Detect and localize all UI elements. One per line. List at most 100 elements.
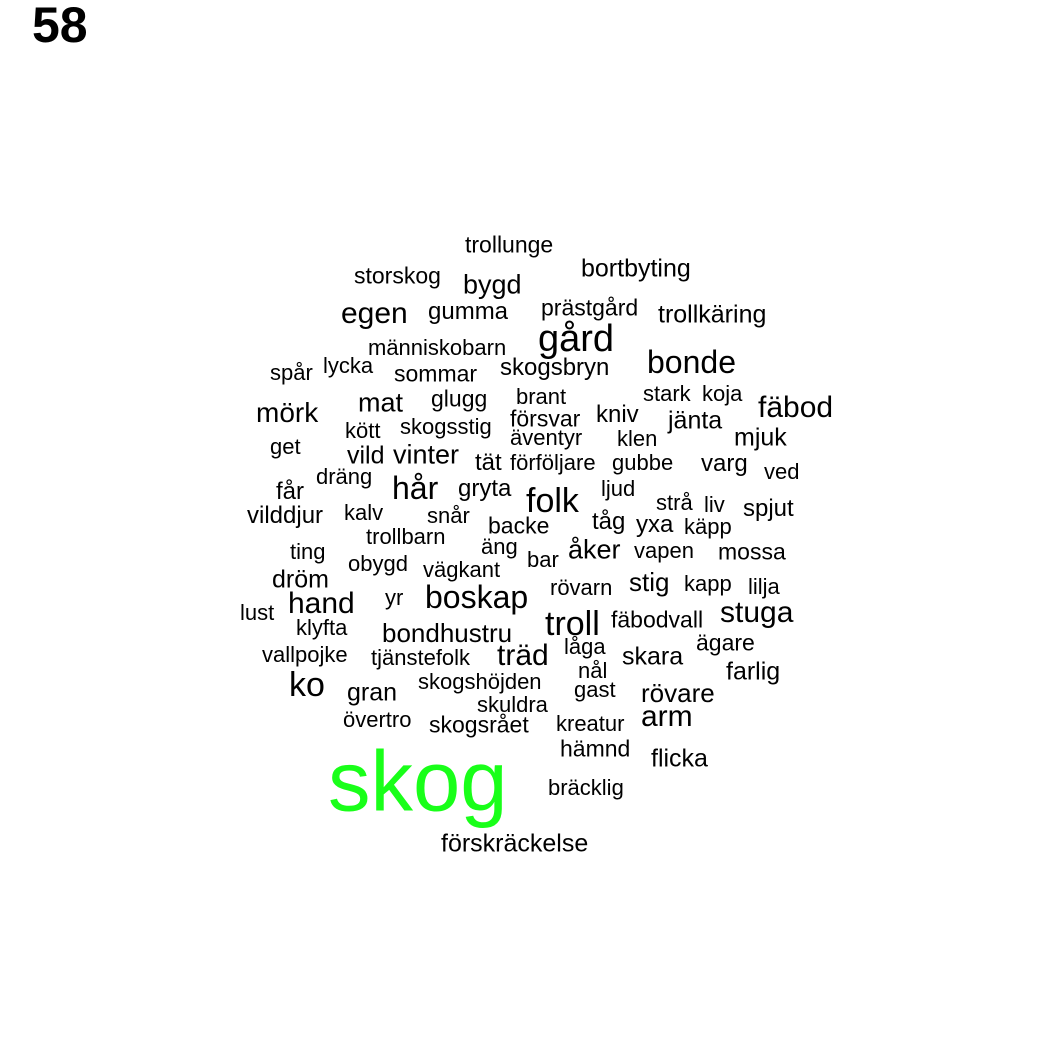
word-60: ting — [290, 539, 326, 564]
word-38: ved — [764, 459, 800, 484]
word-54: käpp — [684, 514, 732, 539]
word-73: troll — [545, 605, 600, 643]
word-92: arm — [641, 700, 693, 733]
page-number-label: 58 — [32, 0, 88, 53]
word-72: lust — [240, 600, 275, 625]
word-22: fäbod — [758, 391, 834, 424]
word-42: ljud — [601, 476, 636, 501]
word-78: ägare — [696, 629, 755, 656]
word-6: gumma — [428, 298, 509, 325]
word-35: förföljare — [510, 450, 596, 475]
word-26: kött — [345, 418, 381, 443]
word-32: vild — [347, 441, 385, 470]
word-45: strå — [656, 490, 693, 515]
word-33: vinter — [393, 439, 460, 470]
word-90: rövare — [641, 678, 715, 708]
word-87: skogshöjden — [418, 669, 542, 694]
word-43: folk — [526, 482, 579, 520]
word-58: vapen — [634, 538, 694, 563]
word-59: mossa — [718, 538, 786, 565]
word-41: gryta — [458, 475, 512, 502]
word-37: varg — [701, 450, 748, 477]
word-88: gast — [574, 677, 616, 702]
word-19: mat — [358, 387, 404, 418]
word-15: skogsbryn — [500, 354, 610, 381]
word-17: koja — [702, 381, 743, 406]
word-18: mörk — [256, 397, 319, 428]
word-75: fäbodvall — [611, 606, 704, 633]
word-7: prästgård — [541, 294, 639, 321]
word-82: träd — [497, 639, 549, 672]
word-49: kalv — [344, 500, 384, 525]
word-57: åker — [568, 534, 621, 565]
word-70: hand — [288, 587, 355, 620]
word-48: vilddjur — [247, 502, 324, 529]
word-62: bar — [527, 547, 559, 572]
word-98: skog — [328, 734, 508, 830]
word-95: kreatur — [556, 711, 625, 736]
word-63: vägkant — [423, 557, 501, 582]
word-79: låga — [564, 634, 606, 659]
word-61: obygd — [348, 551, 408, 576]
word-1: trollunge — [465, 231, 554, 258]
word-25: jänta — [668, 406, 723, 435]
word-52: tåg — [592, 508, 626, 535]
word-77: bondhustru — [382, 618, 513, 648]
word-30: mjuk — [734, 423, 787, 452]
word-8: trollkäring — [658, 300, 767, 329]
word-96: hämnd — [560, 735, 631, 762]
word-71: yr — [385, 585, 404, 610]
word-83: skara — [622, 642, 684, 671]
word-21: brant — [516, 384, 567, 409]
word-10: människobarn — [368, 335, 507, 360]
word-93: övertro — [343, 707, 412, 732]
word-11: bonde — [647, 344, 736, 380]
word-50: snår — [427, 503, 470, 528]
word-12: spår — [270, 360, 313, 385]
word-24: kniv — [596, 401, 639, 428]
word-9: gård — [538, 318, 615, 360]
word-5: egen — [341, 297, 408, 330]
word-67: kapp — [684, 571, 732, 596]
word-46: liv — [704, 492, 725, 517]
word-13: lycka — [323, 353, 374, 378]
word-14: sommar — [394, 360, 478, 387]
word-39: dräng — [316, 464, 373, 489]
word-3: bygd — [463, 269, 522, 300]
word-66: stig — [629, 567, 670, 597]
word-29: klen — [617, 426, 658, 451]
word-97: flicka — [651, 744, 708, 773]
word-86: ko — [289, 666, 325, 704]
word-100: förskräckelse — [441, 829, 589, 858]
word-91: skuldra — [477, 692, 548, 717]
word-76: klyfta — [296, 615, 348, 640]
word-20: glugg — [431, 385, 488, 412]
word-64: dröm — [272, 565, 329, 594]
word-16: stark — [643, 381, 691, 406]
word-81: tjänstefolk — [371, 645, 471, 670]
word-94: skogsrået — [429, 711, 529, 738]
word-80: vallpojke — [262, 642, 348, 667]
word-44: får — [276, 478, 305, 505]
word-84: farlig — [726, 657, 781, 686]
word-89: gran — [347, 678, 398, 707]
word-55: trollbarn — [366, 524, 446, 549]
word-53: yxa — [636, 511, 674, 538]
word-56: äng — [481, 534, 518, 559]
word-99: bräcklig — [548, 775, 624, 800]
word-2: storskog — [354, 262, 441, 289]
word-4: bortbyting — [581, 254, 691, 283]
word-40: hår — [392, 470, 439, 506]
word-28: äventyr — [510, 425, 583, 450]
word-27: skogsstig — [400, 414, 492, 439]
word-36: gubbe — [612, 450, 674, 475]
word-47: spjut — [743, 495, 794, 522]
word-34: tät — [475, 449, 502, 476]
word-74: stuga — [720, 596, 794, 629]
word-68: lilja — [748, 574, 780, 599]
word-51: backe — [488, 512, 550, 539]
word-65: rövarn — [550, 575, 613, 600]
word-69: boskap — [425, 579, 529, 615]
word-85: nål — [578, 658, 608, 683]
